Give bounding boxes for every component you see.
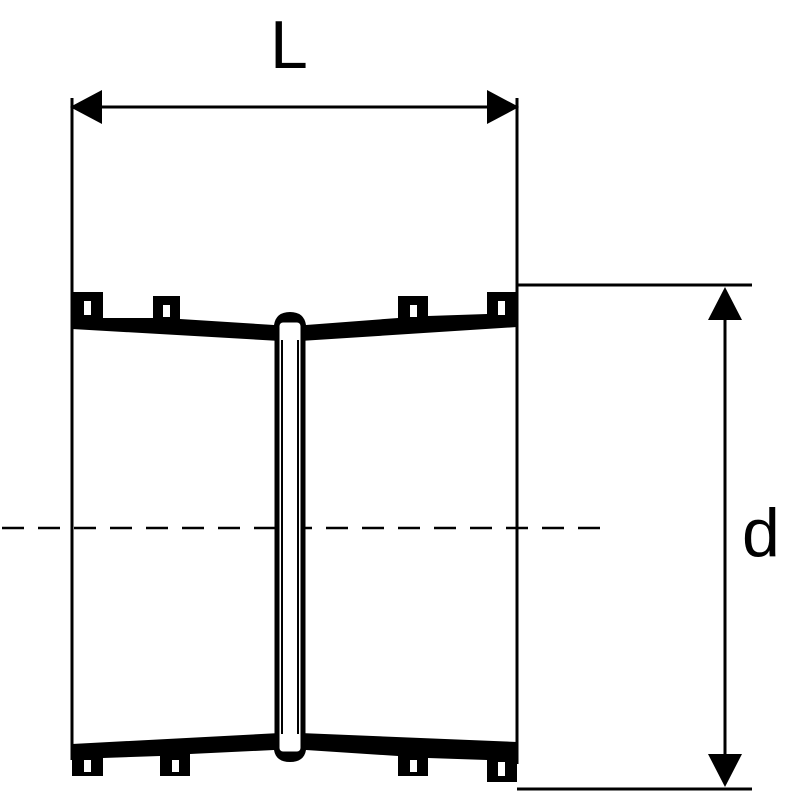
diameter-label: d	[742, 495, 780, 571]
top-terminal-2	[163, 305, 170, 317]
bottom-terminal-1	[84, 760, 91, 772]
bottom-terminal-3	[410, 760, 417, 772]
top-terminal-3	[410, 305, 417, 317]
coupling-top-wall	[72, 292, 517, 341]
bottom-terminal-4	[498, 762, 505, 776]
length-dimension: L	[70, 7, 519, 300]
bottom-terminal-2	[172, 760, 179, 772]
length-arrowhead-right	[487, 90, 519, 124]
diameter-dimension: d	[517, 283, 780, 791]
coupling-body	[70, 292, 519, 782]
diameter-arrowhead-bottom	[708, 754, 742, 787]
top-terminal-4	[498, 301, 505, 315]
coupling-bottom-wall	[72, 733, 517, 782]
center-stop	[274, 317, 306, 757]
length-arrowhead-left	[70, 90, 102, 124]
diameter-arrowhead-top	[708, 287, 742, 320]
length-label: L	[270, 7, 308, 83]
top-terminal-1	[84, 301, 91, 315]
